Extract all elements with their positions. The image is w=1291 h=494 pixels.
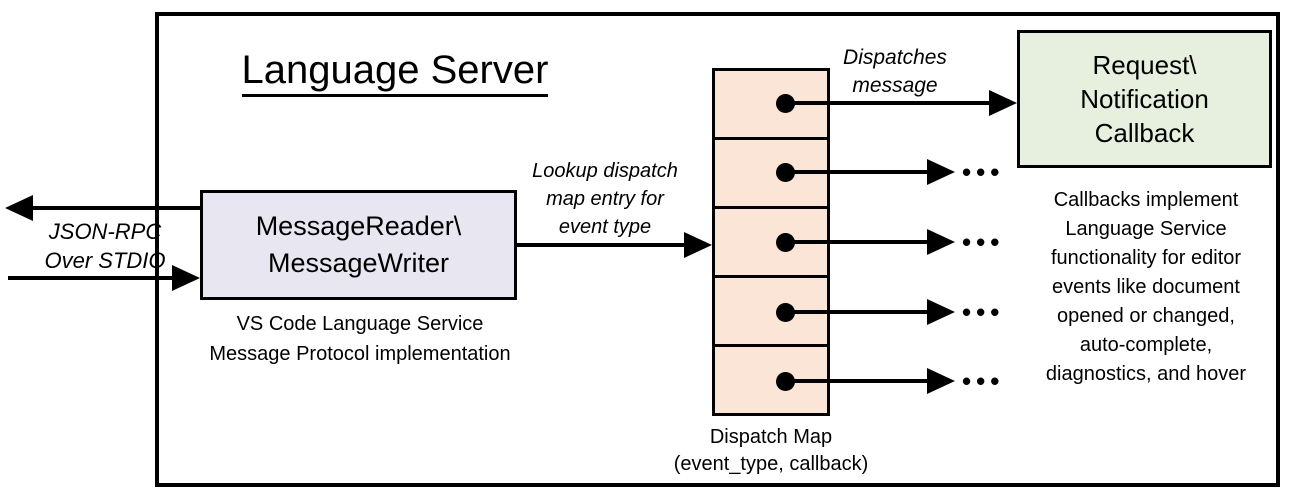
json-rpc-label-line2: Over STDIO xyxy=(44,248,166,273)
map-caption-line1: Dispatch Map xyxy=(709,426,833,448)
callback-note-line: diagnostics, and hover xyxy=(1045,363,1247,385)
lookup-label-line2: map entry for xyxy=(546,188,664,210)
callback-arrowhead-icon xyxy=(927,229,955,255)
reader-caption-line1: VS Code Language Service xyxy=(236,313,484,335)
callback-arrow-line xyxy=(785,240,928,244)
callback-arrow-line xyxy=(785,170,928,174)
callback-note-line: Language Service xyxy=(1065,218,1227,240)
reader-box-line2: MessageWriter xyxy=(267,248,450,278)
callback-note: Callbacks implement Language Service fun… xyxy=(1018,186,1274,389)
dispatch-arrowhead-icon xyxy=(989,90,1017,116)
more-callbacks-ellipsis: ••• xyxy=(962,366,1005,396)
reader-caption: VS Code Language Service Message Protoco… xyxy=(175,309,545,369)
callback-box-line2: Notification xyxy=(1080,84,1209,114)
lookup-arrow-line xyxy=(517,243,687,247)
dispatches-label-line1: Dispatches xyxy=(843,46,947,69)
callback-note-line: events like document xyxy=(1052,276,1240,298)
diagram-title: Language Server xyxy=(225,46,565,97)
more-callbacks-ellipsis: ••• xyxy=(962,297,1005,327)
lookup-label-line1: Lookup dispatch xyxy=(532,160,678,182)
stdio-in-arrowhead-icon xyxy=(172,265,200,291)
dispatch-map-cell xyxy=(715,278,827,347)
more-callbacks-ellipsis: ••• xyxy=(962,227,1005,257)
dispatch-map-caption: Dispatch Map (event_type, callback) xyxy=(641,424,901,478)
lookup-label-line3: event type xyxy=(558,216,652,238)
stdio-in-arrow-line xyxy=(8,276,174,280)
callback-arrowhead-icon xyxy=(927,299,955,325)
lookup-arrowhead-icon xyxy=(684,232,712,258)
dispatch-map-cell xyxy=(715,140,827,209)
stdio-out-arrowhead-icon xyxy=(5,195,33,221)
callback-box-line1: Request\ xyxy=(1092,50,1197,80)
dispatch-arrow-line xyxy=(785,101,990,105)
dispatch-map-cell xyxy=(715,71,827,140)
json-rpc-label-line1: JSON-RPC xyxy=(48,219,162,244)
map-caption-line2: (event_type, callback) xyxy=(673,453,869,475)
message-reader-writer-box: MessageReader\ MessageWriter xyxy=(200,190,517,300)
callback-note-line: functionality for editor xyxy=(1050,247,1242,269)
callback-arrowhead-icon xyxy=(927,368,955,394)
dispatches-label-line2: message xyxy=(852,74,938,97)
callback-note-line: auto-complete, xyxy=(1079,334,1213,356)
dispatches-message-label: Dispatches message xyxy=(815,44,975,100)
callback-arrowhead-icon xyxy=(927,159,955,185)
lookup-dispatch-label: Lookup dispatch map entry for event type xyxy=(515,157,695,241)
callback-note-line: Callbacks implement xyxy=(1053,189,1239,211)
dispatch-map-cell xyxy=(715,209,827,278)
stdio-out-arrow-line xyxy=(28,206,200,210)
callback-box: Request\ Notification Callback xyxy=(1017,30,1272,168)
reader-box-line1: MessageReader\ xyxy=(255,211,462,241)
json-rpc-label: JSON-RPC Over STDIO xyxy=(25,217,185,275)
callback-arrow-line xyxy=(785,379,928,383)
callback-box-line3: Callback xyxy=(1094,118,1195,148)
reader-caption-line2: Message Protocol implementation xyxy=(209,343,511,365)
callback-arrow-line xyxy=(785,310,928,314)
diagram-title-text: Language Server xyxy=(241,48,549,97)
callback-note-line: opened or changed, xyxy=(1057,305,1235,327)
more-callbacks-ellipsis: ••• xyxy=(962,157,1005,187)
